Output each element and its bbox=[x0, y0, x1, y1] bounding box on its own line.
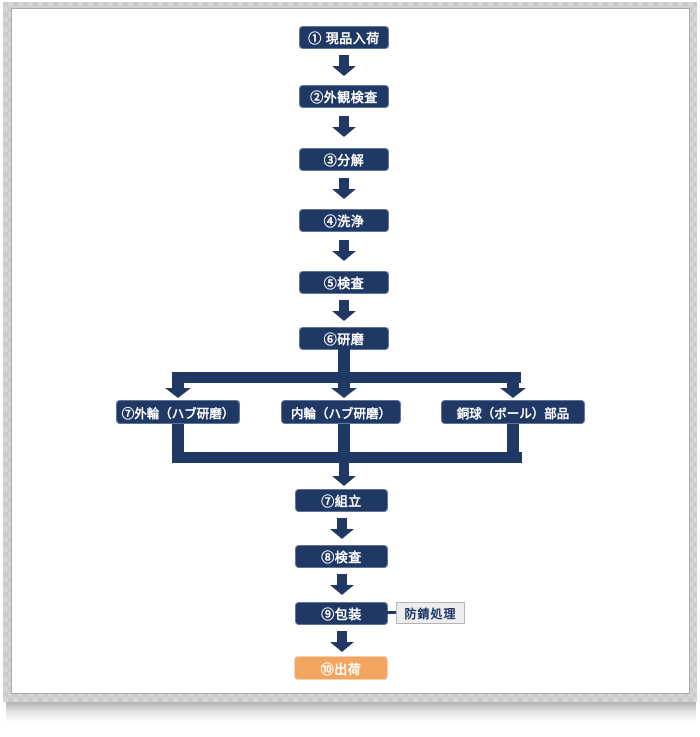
flow-branch-outer-ring: ⑦外輪（ハブ研磨） bbox=[116, 400, 240, 424]
flow-branch-inner-ring: 内輪（ハブ研磨） bbox=[281, 400, 401, 424]
flow-step-visual-inspection: ②外観検査 bbox=[299, 85, 389, 108]
arrow-down-icon bbox=[500, 383, 526, 398]
arrow-down-icon bbox=[330, 518, 354, 539]
flow-step-inspection-2: ⑧検査 bbox=[295, 545, 388, 568]
arrow-down-icon bbox=[332, 55, 356, 76]
side-note-connector bbox=[387, 611, 396, 614]
merge-stem-right bbox=[507, 424, 519, 452]
flow-branch-ball-parts: 銅球（ボール）部品 bbox=[441, 400, 585, 424]
side-note-rust-prevention: 防錆処理 bbox=[396, 602, 465, 624]
arrow-down-icon bbox=[332, 300, 356, 321]
arrow-down-icon bbox=[330, 574, 354, 595]
arrow-down-icon bbox=[165, 383, 191, 398]
flow-step-cleaning: ④洗浄 bbox=[299, 209, 389, 232]
merge-bar bbox=[172, 452, 522, 463]
flow-step-polishing: ⑥研磨 bbox=[299, 327, 389, 350]
flow-step-inspection-1: ⑤検査 bbox=[299, 271, 389, 294]
flow-step-disassembly: ③分解 bbox=[299, 148, 389, 171]
flow-step-shipping: ⑩出荷 bbox=[294, 656, 388, 680]
flow-step-assembly: ⑦組立 bbox=[295, 489, 388, 512]
branch-split-stem bbox=[338, 349, 350, 373]
arrow-down-icon bbox=[332, 116, 356, 137]
flow-step-packaging: ⑨包装 bbox=[295, 602, 388, 625]
flow-step-incoming: ① 現品入荷 bbox=[299, 26, 389, 49]
arrow-down-icon bbox=[330, 631, 354, 652]
arrow-down-icon bbox=[332, 178, 356, 199]
arrow-down-icon bbox=[332, 240, 356, 261]
arrow-down-icon bbox=[331, 383, 357, 398]
image-drop-shadow bbox=[6, 702, 696, 722]
arrow-down-icon bbox=[332, 463, 356, 486]
flowchart-page bbox=[11, 8, 690, 694]
branch-split-bar bbox=[172, 372, 521, 383]
merge-stem-center bbox=[338, 424, 350, 452]
merge-stem-left bbox=[172, 424, 184, 452]
